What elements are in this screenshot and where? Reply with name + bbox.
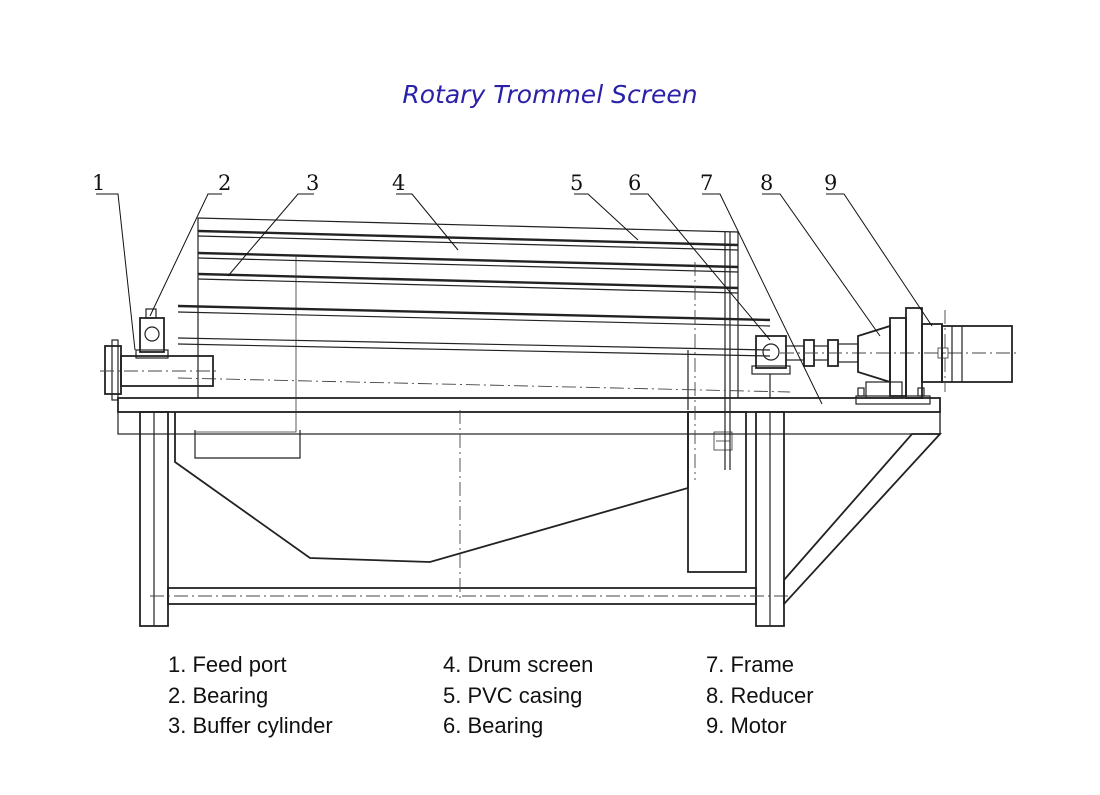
hopper	[174, 411, 747, 573]
callout-9: 9	[824, 171, 837, 195]
coupling	[780, 339, 1020, 367]
callout-7: 7	[700, 171, 713, 195]
legend-item: 6. Bearing	[443, 713, 544, 738]
legend-item: 2. Bearing	[168, 682, 269, 708]
motor-terminal-box	[937, 347, 949, 359]
legend-column-3: 7. Frame 8. Reducer 9. Motor	[706, 650, 814, 742]
legend-column-1: 1. Feed port 2. Bearing 3. Buffer cylind…	[168, 650, 333, 742]
left-bearing-block	[139, 317, 165, 353]
legend-item: 8. Reducer	[706, 682, 814, 708]
legend-item: 9. Motor	[706, 713, 787, 738]
right-bearing	[751, 335, 791, 398]
drum-screen	[177, 217, 791, 600]
callout-1: 1	[92, 171, 105, 195]
feed-port	[100, 339, 220, 401]
right-bearing-block	[755, 335, 787, 369]
callout-2: 2	[218, 171, 231, 195]
callout-leaders	[96, 193, 933, 405]
legend-item: 7. Frame	[706, 652, 795, 677]
legend-column-2: 4. Drum screen 5. PVC casing 6. Bearing	[443, 650, 593, 742]
diagram-title: Rotary Trommel Screen	[402, 80, 698, 109]
legend-item: 3. Buffer cylinder	[168, 713, 333, 738]
frame-diagonal-brace	[783, 433, 943, 607]
callout-8: 8	[760, 171, 773, 195]
callout-3: 3	[306, 171, 319, 195]
callout-4: 4	[392, 171, 405, 195]
frame-top-beam	[117, 397, 941, 413]
frame-side-beam	[117, 411, 941, 435]
motor	[905, 307, 1013, 399]
callout-5: 5	[570, 171, 583, 195]
reducer-base	[855, 395, 931, 405]
reducer-body	[857, 324, 891, 384]
legend-item: 1. Feed port	[168, 652, 287, 677]
callout-numbers: 1 2 3 4 5 6 7 8 9	[92, 171, 837, 195]
motor-body	[941, 325, 1013, 383]
drum-casing-outline	[197, 217, 739, 398]
left-bearing	[135, 308, 169, 359]
legend-item: 4. Drum screen	[443, 652, 594, 677]
callout-6: 6	[628, 171, 641, 195]
legend-item: 5. PVC casing	[443, 682, 583, 708]
discharge-chute	[687, 411, 747, 573]
frame	[117, 397, 943, 627]
feed-port-pipe	[120, 355, 214, 387]
reducer	[855, 317, 931, 405]
